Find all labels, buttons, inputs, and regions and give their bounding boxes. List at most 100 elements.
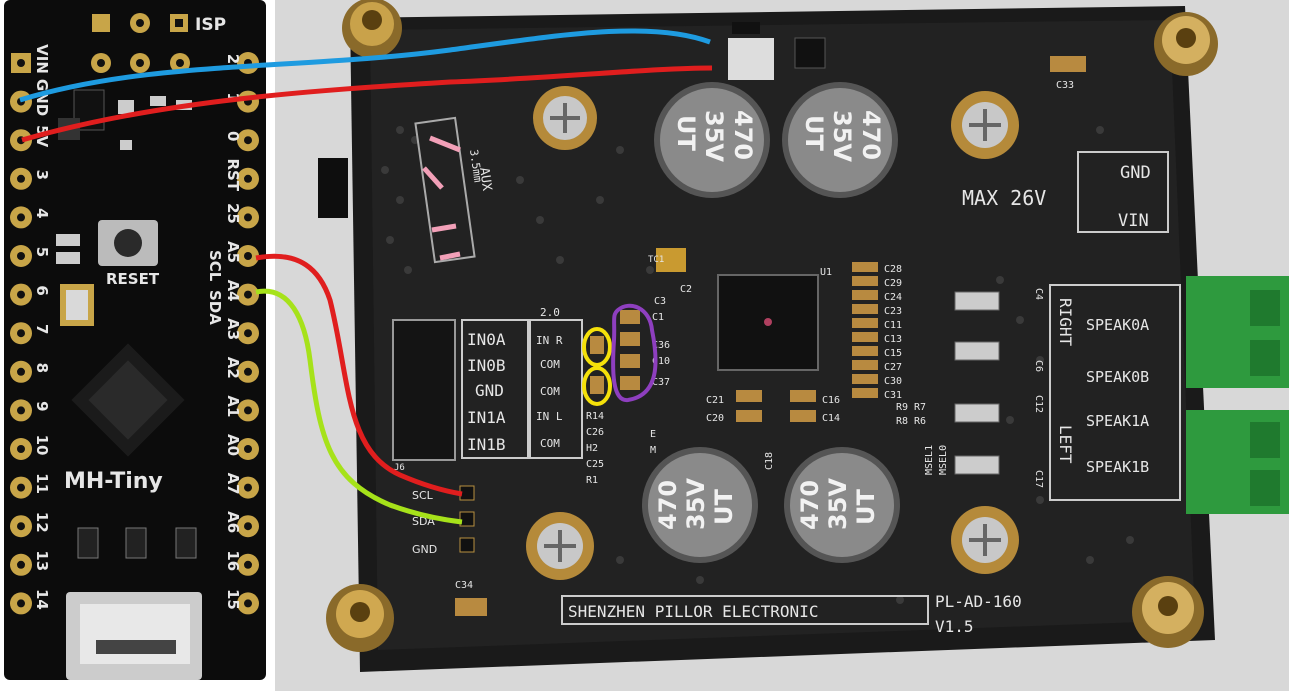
pin-label-right: 0 bbox=[224, 131, 242, 141]
ref-label: M bbox=[650, 445, 656, 456]
cap-ref-label: C1 bbox=[652, 312, 664, 323]
pin-label-left: 10 bbox=[33, 435, 51, 456]
cap-ref-label: C21 bbox=[706, 395, 724, 406]
pink-mark bbox=[439, 251, 461, 261]
pin-label-left: 13 bbox=[33, 550, 51, 571]
i2c-gnd-label: GND bbox=[412, 543, 437, 556]
pin-label-right: A3 bbox=[224, 318, 242, 340]
cap-ref-label: C24 bbox=[884, 292, 902, 303]
cap-brand-text: UT bbox=[852, 489, 880, 525]
msel-label: MSEL0 bbox=[938, 445, 949, 475]
cap-ref-label: C6 bbox=[1033, 360, 1044, 372]
pin-label-right: A4 bbox=[224, 280, 242, 302]
pin-hole bbox=[244, 445, 252, 453]
pin-hole bbox=[244, 290, 252, 299]
power-vin-label: VIN bbox=[1118, 211, 1149, 231]
pin-label-right: A7 bbox=[224, 473, 242, 495]
pin-label-left: 14 bbox=[33, 589, 51, 610]
tantalum-capacitor-icon bbox=[656, 248, 686, 272]
power-terminal-box bbox=[1077, 151, 1169, 233]
resistor-ref-label: R8 bbox=[896, 416, 908, 427]
pin-hole bbox=[244, 406, 252, 415]
cap-ref-label: C29 bbox=[884, 278, 902, 289]
cap-ref-label: C27 bbox=[884, 362, 902, 373]
pin-label-left: 12 bbox=[33, 512, 51, 533]
pin-hole bbox=[244, 522, 252, 531]
cap-ref-label: C37 bbox=[652, 377, 670, 388]
pin-label-right: A0 bbox=[224, 434, 242, 456]
resistor-ref-label: R9 bbox=[896, 402, 908, 413]
cap-ref-label: C16 bbox=[822, 395, 840, 406]
ref-label: E bbox=[650, 429, 656, 440]
resistor-ref-label: R6 bbox=[914, 416, 926, 427]
pin-label-left: 7 bbox=[33, 324, 51, 334]
cap-ref-label: C36 bbox=[652, 340, 670, 351]
version-small-label: 2.0 bbox=[540, 306, 560, 319]
isp-label: ISP bbox=[195, 15, 226, 35]
i2c-scl-label: SCL bbox=[412, 489, 434, 502]
smd-capacitor-icon bbox=[455, 262, 878, 616]
speaker-label: SPEAK1A bbox=[1086, 412, 1149, 430]
pin-label-right: 15 bbox=[224, 589, 242, 610]
pin-hole bbox=[244, 136, 252, 145]
aux-jack-icon bbox=[318, 158, 348, 218]
speaker-label: SPEAK0B bbox=[1086, 368, 1149, 386]
mounting-screw-icon bbox=[526, 86, 1019, 580]
ref-label: H2 bbox=[586, 443, 598, 454]
ref-label: R1 bbox=[586, 475, 598, 486]
pin-label-right: A5 bbox=[224, 241, 242, 263]
pin-label-left: VIN bbox=[33, 44, 51, 74]
input-label: IN1A bbox=[467, 408, 506, 427]
purple-outline bbox=[611, 303, 658, 402]
pin-hole bbox=[244, 252, 252, 260]
wire-overlays bbox=[19, 28, 713, 525]
pin-hole bbox=[17, 599, 25, 608]
reset-label: RESET bbox=[106, 270, 160, 288]
input-side-label: COM bbox=[540, 385, 560, 398]
cap-ref-label: C12 bbox=[1033, 395, 1044, 413]
cap-brand-text: UT bbox=[672, 115, 700, 151]
pin-label-left: 6 bbox=[33, 285, 51, 295]
cap-voltage-text: 35V bbox=[828, 110, 856, 162]
pin-hole bbox=[244, 599, 252, 608]
pin-hole bbox=[244, 213, 252, 222]
pin-label-left: 9 bbox=[33, 401, 51, 411]
tc1-label: TC1 bbox=[648, 255, 664, 265]
manufacturer-label: SHENZHEN PILLOR ELECTRONIC bbox=[568, 602, 818, 621]
resistor-ref-label: R7 bbox=[914, 402, 926, 413]
pin-label-right: 2 bbox=[224, 54, 242, 64]
pin-label-left: 4 bbox=[33, 208, 51, 218]
isp-header-icon bbox=[91, 13, 190, 73]
cap-ref-label: C18 bbox=[764, 452, 775, 470]
scl-wire bbox=[255, 253, 463, 497]
i2c-header-icon bbox=[459, 485, 475, 553]
pin-hole bbox=[17, 290, 25, 299]
pin-hole bbox=[244, 174, 252, 183]
pin-label-right: 16 bbox=[224, 550, 242, 571]
input-label: IN1B bbox=[467, 435, 506, 454]
cap-ref-label: C3 bbox=[654, 296, 666, 307]
pin-hole bbox=[17, 560, 25, 569]
pin-hole bbox=[17, 59, 25, 67]
input-side-label: IN R bbox=[536, 334, 563, 347]
cap-brand-text: UT bbox=[800, 115, 828, 151]
gnd-wire bbox=[19, 28, 711, 103]
aux-label: AUX bbox=[476, 166, 494, 192]
input-side-label: COM bbox=[540, 358, 560, 371]
input-label: IN0A bbox=[467, 330, 506, 349]
c33-label: C33 bbox=[1056, 80, 1074, 91]
pin-hole bbox=[17, 252, 25, 260]
inductor-icon bbox=[728, 38, 774, 80]
j6-label: J6 bbox=[394, 463, 405, 473]
pin-label-left: GND bbox=[33, 79, 51, 116]
cap-voltage-text: 35V bbox=[682, 478, 710, 530]
cap-ref-label: C10 bbox=[652, 356, 670, 367]
cap-voltage-text: 35V bbox=[824, 478, 852, 530]
speaker-label: SPEAK1B bbox=[1086, 458, 1149, 476]
pin-hole bbox=[244, 367, 252, 376]
hand-annotations bbox=[422, 135, 658, 406]
cap-ref-label: C2 bbox=[680, 284, 692, 295]
pin-label-left: 8 bbox=[33, 363, 51, 373]
